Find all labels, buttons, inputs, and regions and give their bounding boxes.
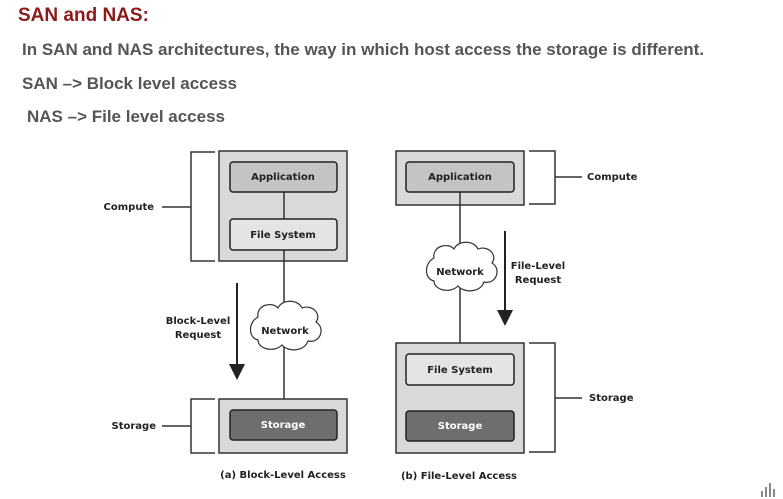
file-file-system-label: File System <box>427 365 493 376</box>
file-caption: (b) File-Level Access <box>401 471 517 482</box>
block-network-cloud <box>249 300 322 351</box>
block-request-label-1: Block-Level <box>166 316 231 327</box>
block-level-diagram: Application File System Network Storage … <box>104 150 348 481</box>
block-request-label-2: Request <box>175 330 221 341</box>
watermark-icon <box>761 481 779 497</box>
block-application-label: Application <box>251 172 315 183</box>
file-application-label: Application <box>428 172 492 183</box>
block-network-label: Network <box>261 326 309 337</box>
slide-title: SAN and NAS: <box>18 5 149 26</box>
file-storage-bracket <box>529 342 556 453</box>
file-compute-label: Compute <box>587 172 638 183</box>
block-storage-bracket <box>190 398 215 454</box>
file-file-system-box <box>405 353 515 386</box>
block-file-system-box <box>229 218 338 251</box>
file-request-label-2: Request <box>515 275 561 286</box>
file-network-cloud <box>425 241 498 292</box>
file-storage-box <box>405 410 515 442</box>
file-compute-bracket <box>529 150 556 205</box>
block-storage-label: Storage <box>261 420 306 431</box>
block-storage-box <box>229 409 338 441</box>
block-application-box <box>229 161 338 193</box>
file-network-label: Network <box>436 267 484 278</box>
block-file-system-label: File System <box>250 230 316 241</box>
intro-text: In SAN and NAS architectures, the way in… <box>22 40 705 59</box>
file-storage-side-label: Storage <box>589 393 634 404</box>
block-compute-label: Compute <box>104 202 155 213</box>
file-level-diagram: Application Network File System Storage … <box>395 150 638 482</box>
block-caption: (a) Block-Level Access <box>220 470 346 481</box>
nas-line: NAS –> File level access <box>27 107 225 126</box>
block-compute-bracket <box>190 151 215 262</box>
file-application-box <box>405 161 515 193</box>
file-request-label-1: File-Level <box>511 261 566 272</box>
san-line: SAN –> Block level access <box>22 74 237 93</box>
file-storage-label: Storage <box>438 421 483 432</box>
block-storage-side-label: Storage <box>112 421 157 432</box>
